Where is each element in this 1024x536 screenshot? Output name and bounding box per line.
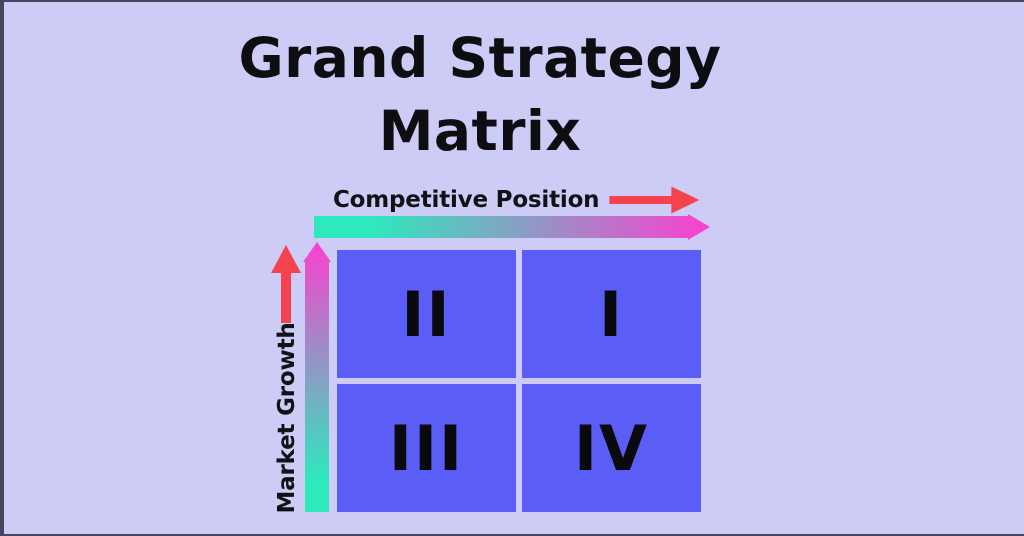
x-axis-header: Competitive Position <box>333 185 699 215</box>
quadrant-label: III <box>388 411 465 485</box>
screen-edge-left <box>0 0 4 536</box>
quadrant-label: II <box>401 277 452 351</box>
quadrant-cell-top-left: II <box>337 250 516 378</box>
gradient-up-arrow-icon <box>303 242 331 512</box>
right-arrow-icon <box>609 187 699 214</box>
quadrant-grid: II I III IV <box>337 250 701 512</box>
quadrant-cell-bottom-right: IV <box>522 384 701 512</box>
page-title-line1: Grand Strategy <box>238 26 722 90</box>
y-axis-label: Market Growth <box>274 322 300 514</box>
screen-edge-bottom <box>0 534 1024 536</box>
quadrant-cell-top-right: I <box>522 250 701 378</box>
quadrant-label: IV <box>573 411 650 485</box>
up-arrow-icon <box>271 245 301 323</box>
quadrant-label: I <box>598 277 625 351</box>
page-title-line2: Matrix <box>378 99 582 163</box>
quadrant-cell-bottom-left: III <box>337 384 516 512</box>
x-axis-label: Competitive Position <box>333 187 600 213</box>
gradient-right-arrow-icon <box>314 214 710 240</box>
screen-edge-top <box>0 0 1024 2</box>
